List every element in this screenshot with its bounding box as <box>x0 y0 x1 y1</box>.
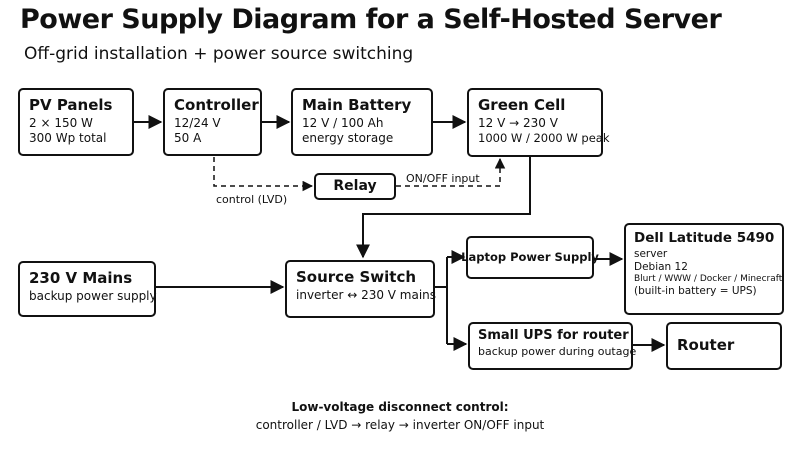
node-title: Dell Latitude 5490 <box>634 230 775 246</box>
node-title: Small UPS for router <box>478 328 629 343</box>
footer-heading: Low-voltage disconnect control: <box>291 400 509 414</box>
node-line: 1000 W / 2000 W peak <box>478 131 610 146</box>
node-line: Blurt / WWW / Docker / Minecraft <box>634 273 783 284</box>
node-line: inverter ↔ 230 V mains <box>296 287 437 302</box>
node-title: Green Cell <box>478 96 566 114</box>
node-line: 12 V / 100 Ah <box>302 115 384 130</box>
node-line: energy storage <box>302 131 394 146</box>
node-line: (built-in battery = UPS) <box>634 285 757 298</box>
node-line: 300 Wp total <box>29 131 107 146</box>
node-title: 230 V Mains <box>29 269 133 287</box>
small-ups-box: Small UPS for router backup power during… <box>468 322 637 370</box>
node-title: Router <box>677 336 735 355</box>
main-battery-box: Main Battery 12 V / 100 Ah energy storag… <box>291 88 433 156</box>
footer-note: Low-voltage disconnect control: controll… <box>0 398 800 434</box>
source-switch-box: Source Switch inverter ↔ 230 V mains <box>285 260 437 318</box>
node-line: 12 V → 230 V <box>478 115 558 130</box>
node-line: Debian 12 <box>634 260 688 273</box>
green-cell-box: Green Cell 12 V → 230 V 1000 W / 2000 W … <box>467 88 610 157</box>
node-line: 50 A <box>174 131 202 146</box>
node-title: Main Battery <box>302 96 412 114</box>
pv-panels-box: PV Panels 2 × 150 W 300 Wp total <box>18 88 134 156</box>
node-line: 12/24 V <box>174 115 221 130</box>
node-line: backup power during outage <box>478 344 637 358</box>
arrow-greencell-to-switch <box>356 157 531 259</box>
mains-box: 230 V Mains backup power supply <box>18 261 157 317</box>
diagram-title: Power Supply Diagram for a Self-Hosted S… <box>20 4 722 35</box>
node-line: backup power supply <box>29 288 157 303</box>
dashed-relay-to-greencell <box>396 157 506 187</box>
node-line: 2 × 150 W <box>29 115 93 130</box>
node-line: server <box>634 247 668 260</box>
router-box: Router <box>666 322 782 370</box>
edge-label-lvd: control (LVD) <box>216 193 288 206</box>
diagram-subtitle: Off-grid installation + power source swi… <box>24 44 414 64</box>
node-title: PV Panels <box>29 96 113 114</box>
laptop-psu-box: Laptop Power Supply <box>461 236 599 279</box>
relay-box: Relay <box>314 173 396 200</box>
node-title: Laptop Power Supply <box>461 250 599 265</box>
footer-text: controller / LVD → relay → inverter ON/O… <box>255 418 545 432</box>
node-title: Controller <box>174 96 259 114</box>
dashed-controller-to-relay <box>213 157 314 192</box>
node-title: Source Switch <box>296 268 417 286</box>
dell-latitude-box: Dell Latitude 5490 server Debian 12 Blur… <box>624 223 784 315</box>
edge-label-onoff: ON/OFF input <box>406 172 480 185</box>
controller-box: Controller 12/24 V 50 A <box>163 88 262 156</box>
node-title: Relay <box>333 178 377 195</box>
